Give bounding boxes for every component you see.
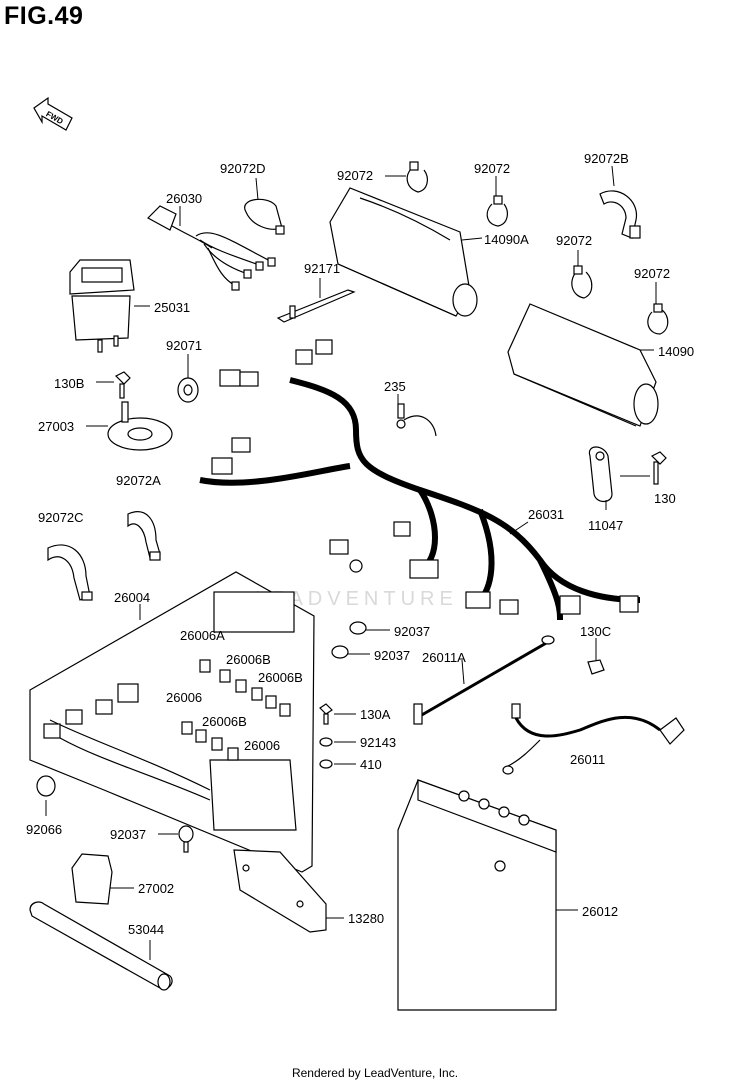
callout-92037-b: 92037 xyxy=(374,648,410,663)
callout-26006B-2: 26006B xyxy=(258,670,303,685)
cable-26011A-icon xyxy=(413,635,555,725)
callout-53044: 53044 xyxy=(128,922,164,937)
horn-27003-icon xyxy=(107,401,173,451)
callout-11047: 11047 xyxy=(588,518,623,533)
callout-27003: 27003 xyxy=(38,419,74,434)
callout-26006A: 26006A xyxy=(180,628,225,643)
callout-130: 130 xyxy=(654,491,676,506)
strap-92072A-icon xyxy=(127,511,161,561)
callout-26006-a: 26006 xyxy=(166,690,202,705)
callout-92072-a: 92072 xyxy=(337,168,373,183)
clip-92037-c-icon xyxy=(178,825,194,853)
callout-26011A: 26011A xyxy=(422,650,466,665)
grommet-92066-icon xyxy=(36,775,56,797)
tube-53044-icon xyxy=(29,901,173,991)
callout-410: 410 xyxy=(360,757,382,772)
bracket-11047-icon xyxy=(588,446,613,503)
callout-labels: 92072D 26030 92072 92072 92072B 14090A 9… xyxy=(26,151,694,937)
clip-92037-b-icon xyxy=(331,645,349,659)
clamp-92072-c-icon xyxy=(571,265,593,299)
callout-92072C: 92072C xyxy=(38,510,84,525)
washer-410-icon xyxy=(319,759,333,769)
callout-13280: 13280 xyxy=(348,911,384,926)
fuses-26006-group-icon xyxy=(181,659,291,761)
bolt-130-icon xyxy=(650,451,667,485)
callout-26030: 26030 xyxy=(166,191,202,206)
battery-26012-icon xyxy=(397,779,557,1011)
clamp-92072-a-icon xyxy=(406,161,428,193)
clamp-92072D-icon xyxy=(244,198,285,235)
watermark: LEADVENTURE xyxy=(255,588,458,610)
callout-92072B: 92072B xyxy=(584,151,629,166)
callout-26006B-3: 26006B xyxy=(202,714,247,729)
meter-25031-icon xyxy=(69,259,135,353)
callout-92072-b: 92072 xyxy=(474,161,510,176)
callout-92171: 92171 xyxy=(304,261,340,276)
callout-26004: 26004 xyxy=(114,590,150,605)
fwd-arrow-icon: FWD xyxy=(33,96,73,131)
callout-92072A: 92072A xyxy=(116,473,161,488)
callout-25031: 25031 xyxy=(154,300,190,315)
cover-14090A-icon xyxy=(329,187,478,317)
callout-92066: 92066 xyxy=(26,822,62,837)
strap-92072B-icon xyxy=(599,190,641,239)
callout-92037-a: 92037 xyxy=(394,624,430,639)
main-harness-26031-icon xyxy=(199,339,641,621)
cover-14090-icon xyxy=(507,303,659,427)
clip-92037-a-icon xyxy=(349,621,367,635)
relay-box-26004-icon xyxy=(29,571,315,873)
callout-26011: 26011 xyxy=(570,752,605,767)
callout-92037-c: 92037 xyxy=(110,827,146,842)
cable-26011-icon xyxy=(502,703,685,775)
callout-130B: 130B xyxy=(54,376,84,391)
callout-14090A: 14090A xyxy=(484,232,529,247)
clamp-92072-d-icon xyxy=(647,303,669,335)
callout-235: 235 xyxy=(384,379,406,394)
strap-92072C-icon xyxy=(47,544,93,601)
clamp-92072-b-icon xyxy=(486,195,508,227)
callout-26006-b: 26006 xyxy=(244,738,280,753)
grommet-92071-icon xyxy=(177,377,199,403)
footer-credit: Rendered by LeadVenture, Inc. xyxy=(291,1066,459,1080)
bracket-92171-icon xyxy=(276,289,356,323)
callout-26031: 26031 xyxy=(528,507,564,522)
washer-92143-icon xyxy=(319,737,333,747)
callout-130C: 130C xyxy=(580,624,611,639)
callout-92071: 92071 xyxy=(166,338,202,353)
bracket-13280-icon xyxy=(233,849,327,933)
callout-27002: 27002 xyxy=(138,881,174,896)
sub-harness-26030-icon xyxy=(147,205,276,291)
callout-26012: 26012 xyxy=(582,904,618,919)
callout-130A: 130A xyxy=(360,707,391,722)
callout-92072D: 92072D xyxy=(220,161,266,176)
callout-92072-c: 92072 xyxy=(556,233,592,248)
screw-235-icon xyxy=(396,403,437,437)
figure-title: FIG.49 xyxy=(4,2,84,30)
callout-92072-d: 92072 xyxy=(634,266,670,281)
callout-14090: 14090 xyxy=(658,344,694,359)
relay-27002-icon xyxy=(71,853,113,905)
callout-92143: 92143 xyxy=(360,735,396,750)
callout-26006B-1: 26006B xyxy=(226,652,271,667)
bolt-130C-icon xyxy=(587,659,605,675)
bolt-130A-icon xyxy=(319,703,333,725)
bolt-130B-icon xyxy=(114,371,131,399)
